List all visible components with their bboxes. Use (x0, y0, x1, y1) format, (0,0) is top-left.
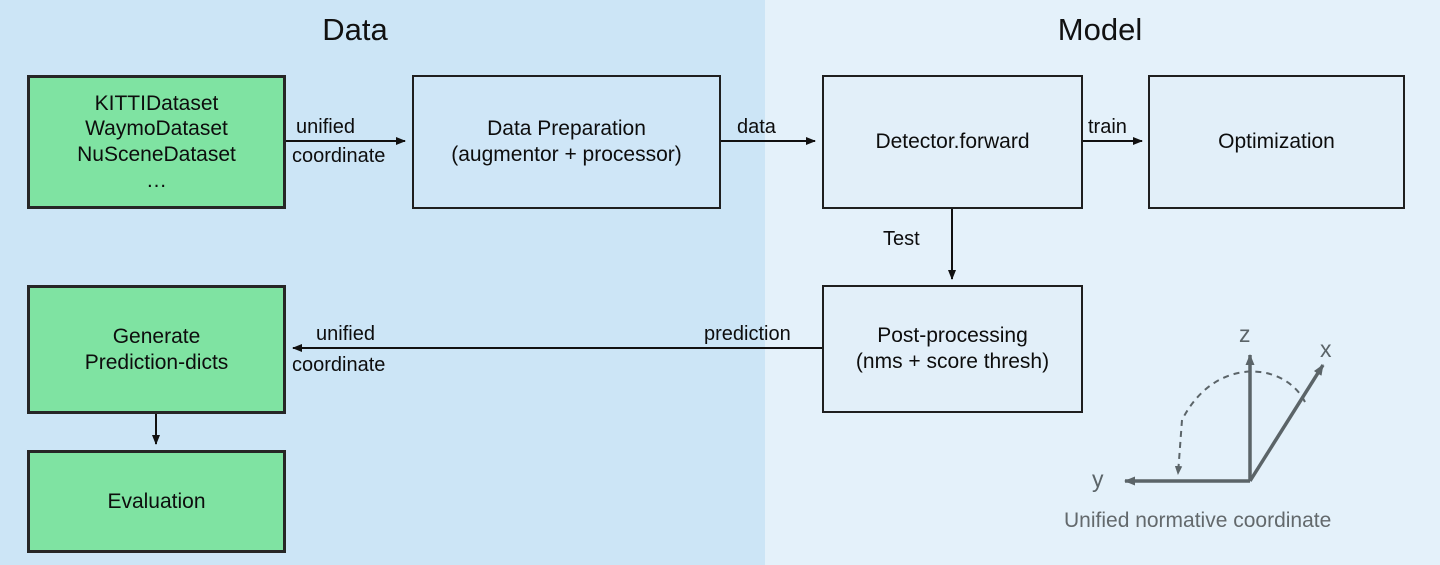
edge-label-coordinate-bottom: coordinate (292, 354, 386, 376)
node-optimization[interactable]: Optimization (1148, 75, 1405, 209)
edge-label-unified-top: unified (296, 116, 355, 138)
node-detector-forward[interactable]: Detector.forward (822, 75, 1083, 209)
data-section-title: Data (322, 12, 388, 47)
axis-label-x: x (1320, 336, 1332, 362)
edge-label-unified-bottom: unified (316, 323, 375, 345)
node-generate-prediction-dicts[interactable]: Generate Prediction-dicts (27, 285, 286, 414)
edge-label-data: data (737, 116, 776, 138)
edge-label-prediction: prediction (704, 323, 791, 345)
edge-label-train: train (1088, 116, 1127, 138)
edge-label-test: Test (883, 228, 920, 250)
node-data-preparation[interactable]: Data Preparation (augmentor + processor) (412, 75, 721, 209)
axis-label-y: y (1092, 466, 1104, 492)
model-section-title: Model (1057, 12, 1143, 47)
coordinate-caption: Unified normative coordinate (1064, 509, 1332, 532)
node-datasets[interactable]: KITTIDataset WaymoDataset NuSceneDataset… (27, 75, 286, 209)
edge-label-coordinate-top: coordinate (292, 145, 386, 167)
node-evaluation[interactable]: Evaluation (27, 450, 286, 553)
axis-label-z: z (1239, 321, 1251, 347)
node-post-processing[interactable]: Post-processing (nms + score thresh) (822, 285, 1083, 413)
